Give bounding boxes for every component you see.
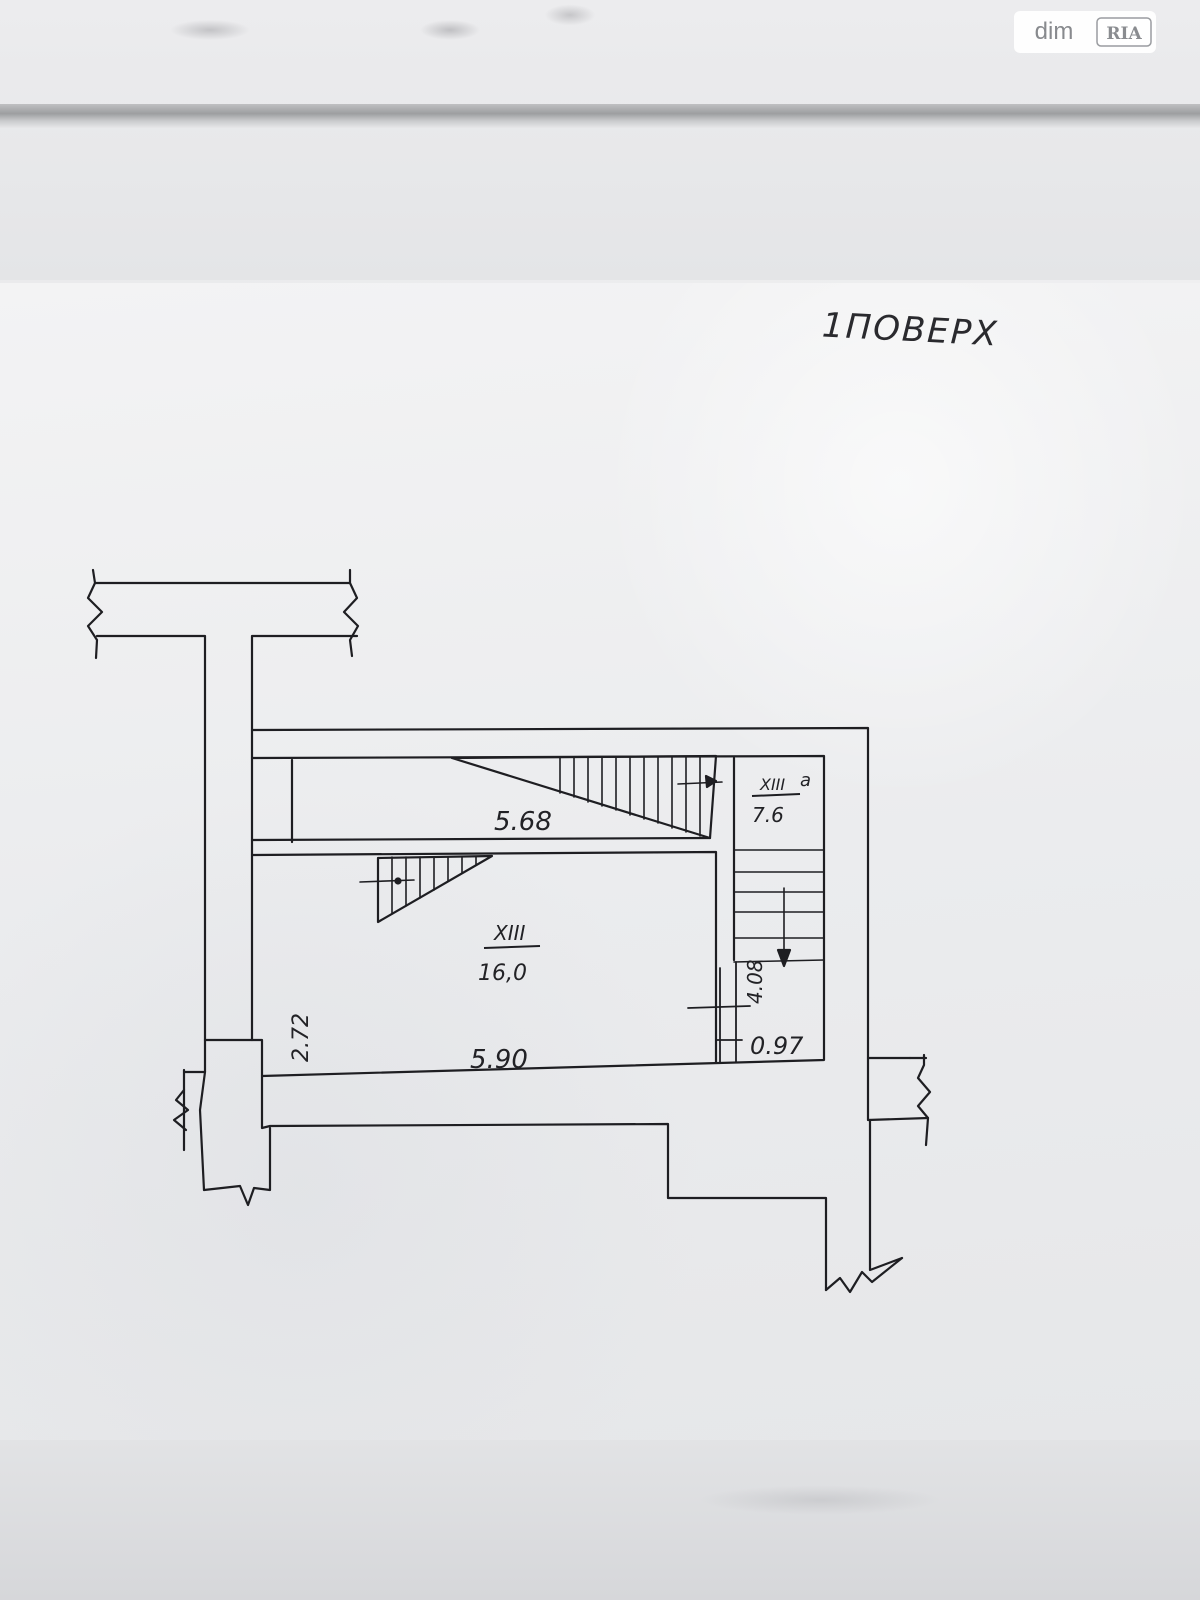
marble-background-top <box>0 0 1200 280</box>
glass-shelf-edge <box>0 104 1200 128</box>
left-height-label: 2.72 <box>289 1013 314 1062</box>
logo-dim-text: dim <box>1034 18 1074 45</box>
room-main-fraction-line <box>483 945 541 949</box>
right-height-label: 4.08 <box>743 959 767 1004</box>
lower-left-staircase <box>359 854 494 924</box>
dim-ria-logo[interactable]: dim RIA <box>1014 11 1156 53</box>
room-walls <box>203 726 912 1078</box>
logo-ria-mark: RIA <box>1096 17 1152 47</box>
left-wall-outline <box>86 568 360 1042</box>
marble-background-bottom <box>0 1440 1200 1600</box>
right-width-label: 0.97 <box>750 1032 804 1060</box>
svg-text:RIA: RIA <box>1106 24 1142 44</box>
right-staircase <box>687 756 825 1063</box>
upper-length-label: 5.68 <box>494 807 552 837</box>
lower-outline <box>172 1038 932 1294</box>
lower-length-label: 5.90 <box>470 1045 528 1075</box>
room-main-area: 16,0 <box>478 961 527 986</box>
upper-staircase <box>450 754 723 840</box>
room-labels: 5.68 5.90 0.97 2.72 4.08 XIII 16,0 XIII … <box>289 770 811 1075</box>
room-a-area: 7.6 <box>752 803 784 827</box>
room-a-fraction-line <box>751 793 801 797</box>
room-a-number: XIII <box>759 775 785 794</box>
room-a-suffix: a <box>800 770 811 791</box>
room-main-number: XIII <box>493 921 525 945</box>
paper-sheet <box>0 283 1200 1440</box>
